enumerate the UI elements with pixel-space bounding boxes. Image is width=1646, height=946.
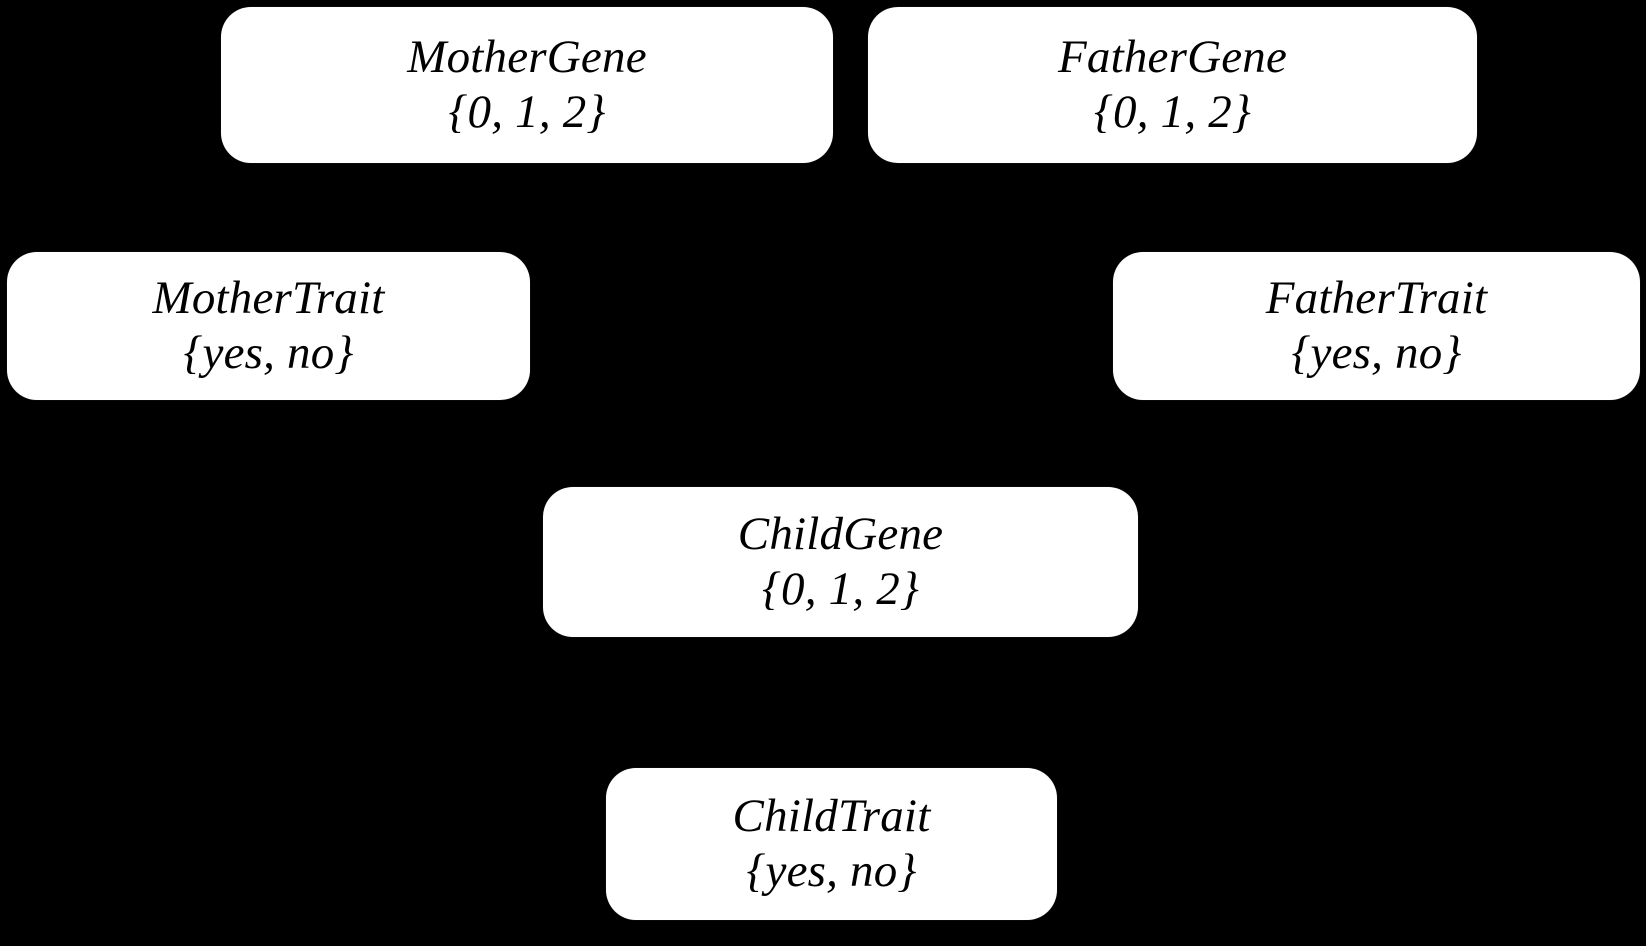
node-child-trait-label: ChildTrait — [732, 790, 931, 843]
node-child-trait-domain: {yes, no} — [746, 845, 917, 897]
node-father-gene[interactable]: FatherGene {0, 1, 2} — [868, 7, 1477, 163]
node-father-trait-label: FatherTrait — [1265, 272, 1488, 325]
node-mother-gene-domain: {0, 1, 2} — [448, 86, 606, 138]
node-child-gene-domain: {0, 1, 2} — [762, 563, 919, 615]
node-mother-trait-domain: {yes, no} — [183, 327, 354, 379]
node-child-gene-label: ChildGene — [737, 508, 944, 561]
node-mother-gene-label: MotherGene — [407, 31, 647, 84]
node-father-gene-domain: {0, 1, 2} — [1094, 86, 1251, 138]
node-child-gene[interactable]: ChildGene {0, 1, 2} — [543, 487, 1138, 637]
node-mother-gene[interactable]: MotherGene {0, 1, 2} — [221, 7, 833, 163]
node-father-gene-label: FatherGene — [1057, 31, 1288, 84]
node-father-trait[interactable]: FatherTrait {yes, no} — [1113, 252, 1640, 400]
node-mother-trait[interactable]: MotherTrait {yes, no} — [7, 252, 530, 400]
node-mother-trait-label: MotherTrait — [152, 272, 385, 325]
node-father-trait-domain: {yes, no} — [1291, 327, 1462, 379]
node-child-trait[interactable]: ChildTrait {yes, no} — [606, 768, 1057, 920]
